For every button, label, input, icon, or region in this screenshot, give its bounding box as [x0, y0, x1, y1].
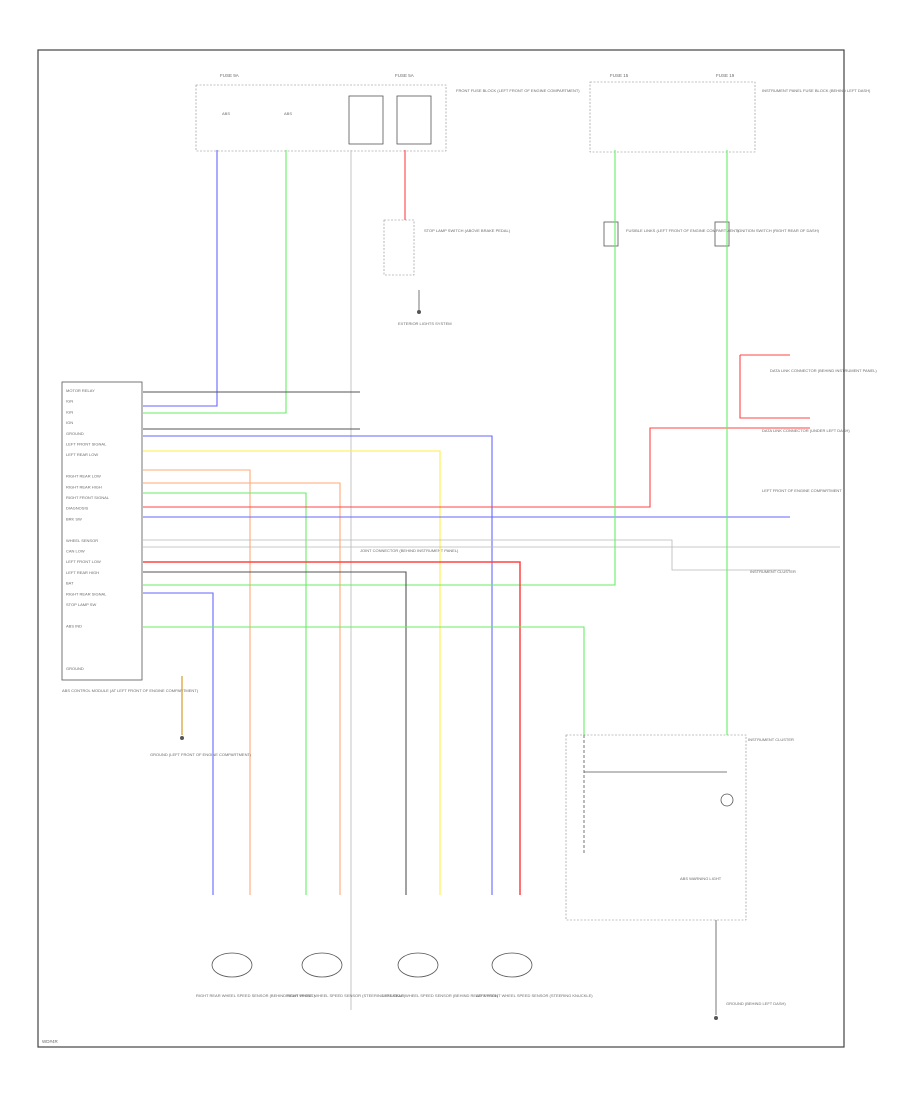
abs-control-module: MOTOR RELAY IGN IGN IGN GROUND LEFT FRONT SIG…	[61, 381, 252, 757]
ground-label: GROUND (LEFT FRONT OF ENGINE COMPARTMENT…	[150, 752, 252, 757]
fusible-links-label: FUSIBLE LINKS (LEFT FRONT OF ENGINE COMP…	[626, 228, 739, 233]
stop-switch-ground-label: EXTERIOR LIGHTS SYSTEM	[398, 321, 452, 326]
abs-pin-label: LEFT REAR LOW	[66, 452, 98, 457]
abs-pin-label: GROUND	[66, 666, 84, 671]
abs-pin-label: IGN	[66, 409, 73, 414]
abs-module-label: ABS CONTROL MODULE (AT LEFT FRONT OF ENG…	[62, 688, 199, 693]
svg-text:FUSE 15: FUSE 15	[610, 73, 629, 78]
wheel-speed-sensor-label: RIGHT REAR WHEEL SPEED SENSOR (BEHIND RE…	[196, 993, 316, 998]
front-fuse-block: FUSE 9A FUSE 5A FRONT FUSE BLOCK (LEFT F…	[195, 73, 580, 152]
data-link-label: DATA LINK CONNECTOR (UNDER LEFT DASH)	[762, 428, 850, 433]
wire-orange-rf	[143, 482, 341, 895]
front-fuse-block-label: FRONT FUSE BLOCK (LEFT FRONT OF ENGINE C…	[456, 88, 580, 93]
wheel-speed-sensor: LEFT FRONT WHEEL SPEED SENSOR (STEERING …	[476, 952, 593, 998]
abs-pin-label: BAT	[66, 581, 74, 586]
stop-lamp-switch-label: STOP LAMP SWITCH (ABOVE BRAKE PEDAL)	[424, 228, 511, 233]
svg-text:ABS: ABS	[222, 111, 230, 116]
fusible-links: FUSIBLE LINKS (LEFT FRONT OF ENGINE COMP…	[603, 221, 820, 247]
ign-relay-label: IGNITION SWITCH (RIGHT REAR OF DASH)	[737, 228, 820, 233]
footer-id: WD#4R	[42, 1039, 59, 1044]
wheel-speed-sensor-label: LEFT REAR WHEEL SPEED SENSOR (BEHIND REA…	[382, 993, 499, 998]
wire-red-dlc-2	[739, 355, 810, 419]
abs-pin-label: CAN LOW	[66, 549, 85, 554]
abs-pin-list: MOTOR RELAY IGN IGN IGN GROUND LEFT FRONT SIG…	[66, 388, 110, 671]
abs-pin-label: LEFT FRONT SIGNAL	[66, 442, 107, 447]
abs-pin-label: ABS IND	[66, 623, 82, 628]
abs-pin-label: GROUND	[66, 431, 84, 436]
abs-pin-label: STOP LAMP SW	[66, 602, 96, 607]
abs-pin-label: RIGHT FRONT SIGNAL	[66, 495, 110, 500]
wire-green-fuse	[143, 150, 287, 414]
instrument-cluster: INSTRUMENT CLUSTER ABS WARNING LIGHT GRO…	[565, 734, 794, 1020]
diagram-border	[37, 49, 845, 1048]
wheel-speed-sensors: RIGHT REAR WHEEL SPEED SENSOR (BEHIND RE…	[196, 952, 593, 998]
abs-pin-label: RIGHT REAR HIGH	[66, 484, 102, 489]
wheel-speed-sensor: LEFT REAR WHEEL SPEED SENSOR (BEHIND REA…	[382, 952, 499, 998]
instrument-cluster-label: INSTRUMENT CLUSTER	[748, 737, 794, 742]
wire-red-dlc	[143, 427, 810, 508]
wire-yellow-lr	[143, 450, 441, 895]
wire-orange-rr	[143, 469, 251, 895]
abs-pin-label: BRK SW	[66, 516, 82, 521]
svg-text:FUSE 9A: FUSE 9A	[220, 73, 239, 78]
wire-green-rf	[143, 492, 307, 895]
wire-blue-fuse	[143, 150, 218, 407]
instrument-panel-fuse-label: INSTRUMENT PANEL FUSE BLOCK (BEHIND LEFT…	[762, 88, 871, 93]
abs-pin-label: MOTOR RELAY	[66, 388, 95, 393]
bottom-ground-label: GROUND (BEHIND LEFT DASH)	[726, 1001, 786, 1006]
abs-pin-label: IGN	[66, 420, 73, 425]
warning-label: ABS WARNING LIGHT	[680, 876, 722, 881]
svg-text:FUSE 5A: FUSE 5A	[395, 73, 414, 78]
wire-red-lf	[143, 561, 521, 895]
wheel-speed-sensor-label: RIGHT FRONT WHEEL SPEED SENSOR (STEERING…	[286, 993, 406, 998]
abs-pin-label: DIAGNOSIS	[66, 506, 89, 511]
abs-pin-label: LEFT REAR HIGH	[66, 570, 99, 575]
abs-pin-label: RIGHT REAR SIGNAL	[66, 591, 107, 596]
wire-black-lr	[143, 571, 407, 895]
wheel-speed-sensor-label: LEFT FRONT WHEEL SPEED SENSOR (STEERING …	[476, 993, 593, 998]
left-front-label: LEFT FRONT OF ENGINE COMPARTMENT	[762, 488, 842, 493]
stop-lamp-switch: STOP LAMP SWITCH (ABOVE BRAKE PEDAL) EXT…	[383, 219, 511, 326]
wheel-speed-sensor: RIGHT REAR WHEEL SPEED SENSOR (BEHIND RE…	[196, 952, 316, 998]
abs-pin-label: IGN	[66, 399, 73, 404]
wire-harness	[143, 150, 840, 1010]
svg-text:FUSE 19: FUSE 19	[716, 73, 735, 78]
abs-pin-label: WHEEL SENSOR	[66, 538, 98, 543]
svg-text:ABS: ABS	[284, 111, 292, 116]
wire-blue-rr	[143, 592, 214, 895]
wire-gray-can	[143, 539, 790, 571]
abs-pin-label: RIGHT REAR LOW	[66, 474, 101, 479]
wire-blue-lf	[143, 435, 493, 895]
junction-label: JOINT CONNECTOR (BEHIND INSTRUMENT PANEL…	[360, 548, 459, 553]
right-top-label: DATA LINK CONNECTOR (BEHIND INSTRUMENT P…	[770, 368, 877, 373]
abs-pin-label: LEFT FRONT LOW	[66, 559, 101, 564]
wire-green-absind	[143, 626, 585, 735]
wheel-speed-sensor: RIGHT FRONT WHEEL SPEED SENSOR (STEERING…	[286, 952, 406, 998]
wire-green-ign	[143, 150, 616, 586]
can-label: INSTRUMENT CLUSTER	[750, 569, 796, 574]
instrument-panel-fuse-block: FUSE 15 FUSE 19 INSTRUMENT PANEL FUSE BL…	[589, 73, 871, 153]
